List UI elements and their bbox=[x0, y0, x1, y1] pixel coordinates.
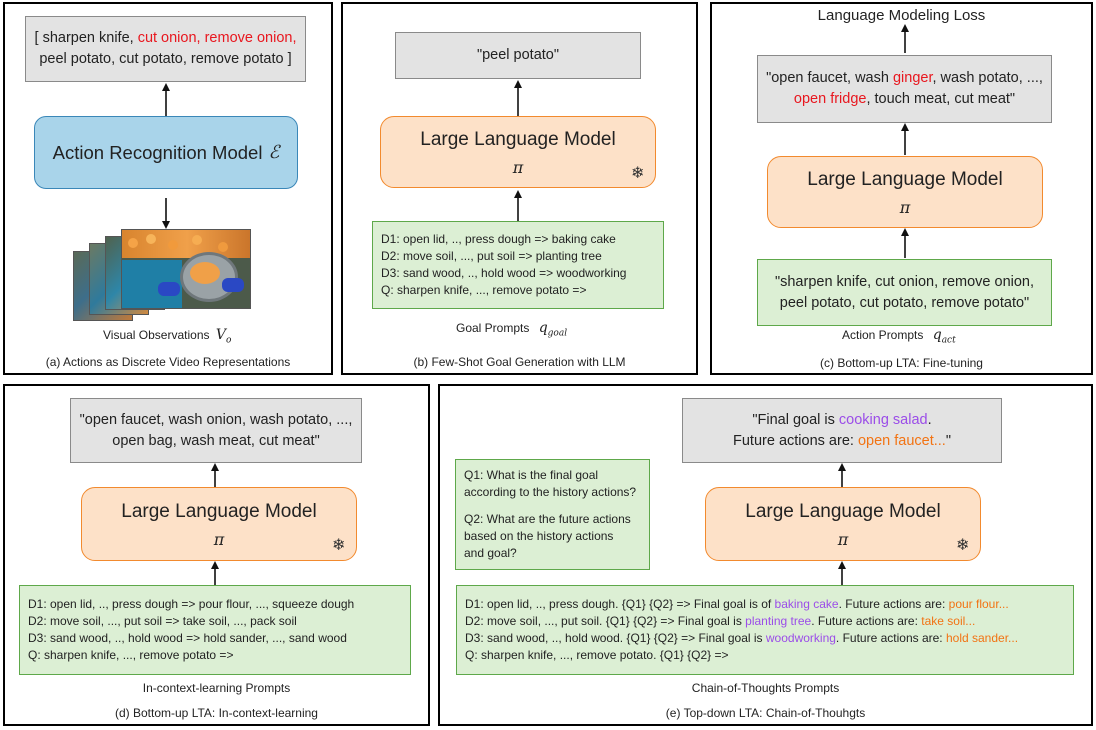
action-recognition-model-symbol: ℰ bbox=[268, 142, 280, 163]
panel-b-prompt-box: D1: open lid, .., press dough => baking … bbox=[372, 221, 664, 309]
panel-a-output-box: [ sharpen knife, cut onion, remove onion… bbox=[25, 16, 306, 82]
panel-c-output-l2-red: open fridge bbox=[793, 91, 867, 107]
panel-e-question-line-6: and goal? bbox=[464, 546, 517, 560]
panel-e-d3b: . Future actions are: bbox=[835, 631, 946, 645]
action-recognition-model-label: Action Recognition Model bbox=[52, 141, 263, 163]
panel-e-output-l1b: . bbox=[927, 411, 932, 428]
panel-e-output-l2b: " bbox=[945, 432, 951, 449]
panel-e-d2-goal: planting tree bbox=[745, 614, 812, 628]
visual-observations-text: Visual Observations bbox=[103, 328, 210, 342]
panel-d-output-box: "open faucet, wash onion, wash potato, .… bbox=[70, 398, 362, 463]
panel-d-prompt-line-1: D1: open lid, .., press dough => pour fl… bbox=[28, 597, 355, 611]
video-frame-main bbox=[121, 229, 251, 309]
panel-c-prompt-l1: "sharpen knife, cut onion, remove onion, bbox=[774, 273, 1035, 290]
panel-e-llm-box: Large Language Model π bbox=[705, 487, 981, 561]
panel-a-output-prefix: [ sharpen knife, bbox=[34, 30, 138, 46]
panel-c-prompt-l2: peel potato, cut potato, remove potato" bbox=[779, 294, 1030, 311]
action-prompts-label: Action Prompts qact bbox=[842, 327, 956, 345]
chain-of-thoughts-prompts-label: Chain-of-Thoughts Prompts bbox=[691, 681, 840, 695]
caption-c: (c) Bottom-up LTA: Fine-tuning bbox=[820, 356, 983, 370]
panel-e-d1-actions: pour flour... bbox=[948, 597, 1009, 611]
caption-d: (d) Bottom-up LTA: In-context-learning bbox=[115, 706, 318, 720]
goal-prompts-symbol: q bbox=[538, 320, 548, 336]
panel-b-prompt-line-3: D3: sand wood, .., hold wood => woodwork… bbox=[381, 266, 627, 280]
action-prompts-symbol: q bbox=[932, 327, 942, 343]
panel-e-output-box: "Final goal is cooking salad. Future act… bbox=[682, 398, 1002, 463]
panel-d-prompt-line-3: D3: sand wood, .., hold wood => hold san… bbox=[28, 631, 347, 645]
panel-e-d3-actions: hold sander... bbox=[945, 631, 1019, 645]
panel-e-question-line-4: Q2: What are the future actions bbox=[464, 512, 631, 526]
caption-e: (e) Top-down LTA: Chain-of-Thouhgts bbox=[665, 706, 866, 720]
visual-observations-symbol: V bbox=[215, 327, 226, 343]
panel-e-output-l1a: "Final goal is bbox=[752, 411, 839, 428]
panel-a-output-red: cut onion, remove onion, bbox=[137, 30, 297, 46]
panel-d-prompt-line-4: Q: sharpen knife, ..., remove potato => bbox=[28, 648, 234, 662]
snowflake-icon: ❄ bbox=[332, 537, 346, 554]
snowflake-icon: ❄ bbox=[631, 165, 645, 182]
in-context-prompts-label: In-context-learning Prompts bbox=[142, 681, 291, 695]
caption-b: (b) Few-Shot Goal Generation with LLM bbox=[413, 355, 626, 369]
goal-prompts-label: Goal Prompts qgoal bbox=[456, 320, 567, 338]
panel-e-q-line: Q: sharpen knife, ..., remove potato. {Q… bbox=[465, 648, 729, 662]
visual-observations-label: Visual Observations Vo bbox=[103, 327, 231, 345]
panel-e-d1a: D1: open lid, .., press dough. {Q1} {Q2}… bbox=[465, 597, 775, 611]
panel-e-question-line-1: Q1: What is the final goal bbox=[464, 468, 599, 482]
panel-d-output-l2: open bag, wash meat, cut meat" bbox=[112, 432, 320, 449]
goal-prompts-sub: goal bbox=[547, 328, 568, 339]
panel-e-d1-goal: baking cake bbox=[774, 597, 839, 611]
snowflake-icon: ❄ bbox=[956, 537, 970, 554]
panel-e-d1b: . Future actions are: bbox=[838, 597, 949, 611]
panel-c-output-l1b: , wash potato, ..., bbox=[932, 70, 1043, 86]
visual-observations-sub: o bbox=[225, 335, 232, 346]
action-recognition-model-box: Action Recognition Model ℰ bbox=[34, 116, 298, 189]
panel-e-d3a: D3: sand wood, .., hold wood. {Q1} {Q2} … bbox=[465, 631, 766, 645]
panel-d-llm-label: Large Language Model bbox=[121, 500, 317, 522]
goal-prompts-text: Goal Prompts bbox=[456, 321, 530, 335]
panel-b-output-box: "peel potato" bbox=[395, 32, 641, 79]
action-prompts-sub: act bbox=[941, 335, 956, 346]
panel-c-llm-label: Large Language Model bbox=[807, 168, 1003, 190]
panel-d-llm-symbol: π bbox=[213, 529, 225, 549]
panel-e-prompt-box: D1: open lid, .., press dough. {Q1} {Q2}… bbox=[456, 585, 1074, 675]
panel-b-llm-label: Large Language Model bbox=[420, 128, 616, 150]
action-prompts-text: Action Prompts bbox=[842, 328, 924, 342]
panel-e-questions-box: Q1: What is the final goal according to … bbox=[455, 459, 650, 570]
panel-b-llm-box: Large Language Model π bbox=[380, 116, 656, 188]
panel-e-output-actions: open faucet... bbox=[857, 432, 946, 449]
panel-d-llm-box: Large Language Model π bbox=[81, 487, 357, 561]
panel-a-output-line2: peel potato, cut potato, remove potato ] bbox=[39, 51, 292, 67]
panel-e-output-goal: cooking salad bbox=[838, 411, 928, 428]
panel-e-llm-label: Large Language Model bbox=[745, 500, 941, 522]
panel-c-output-box: "open faucet, wash ginger, wash potato, … bbox=[757, 55, 1052, 123]
panel-e-d2-actions: take soil... bbox=[921, 614, 976, 628]
panel-c-output-l1a: "open faucet, wash bbox=[766, 70, 893, 86]
panel-e-llm-symbol: π bbox=[837, 529, 849, 549]
panel-b-prompt-line-4: Q: sharpen knife, ..., remove potato => bbox=[381, 283, 587, 297]
panel-e-d3-goal: woodworking bbox=[765, 631, 836, 645]
panel-b-output-text: "peel potato" bbox=[476, 47, 560, 63]
panel-e-output-l2a: Future actions are: bbox=[733, 432, 858, 449]
caption-a: (a) Actions as Discrete Video Representa… bbox=[45, 355, 291, 369]
panel-d-prompt-box: D1: open lid, .., press dough => pour fl… bbox=[19, 585, 411, 675]
panel-c-output-l2b: , touch meat, cut meat" bbox=[866, 91, 1016, 107]
panel-e-d2b: . Future actions are: bbox=[811, 614, 922, 628]
panel-c-output-l1-red: ginger bbox=[892, 70, 933, 86]
panel-c-prompt-box: "sharpen knife, cut onion, remove onion,… bbox=[757, 259, 1052, 326]
panel-c-llm-symbol: π bbox=[899, 197, 911, 217]
panel-b-prompt-line-2: D2: move soil, ..., put soil => planting… bbox=[381, 249, 602, 263]
language-modeling-loss-label: Language Modeling Loss bbox=[817, 7, 986, 24]
panel-b-prompt-line-1: D1: open lid, .., press dough => baking … bbox=[381, 232, 616, 246]
panel-e-question-line-2: according to the history actions? bbox=[464, 485, 637, 499]
panel-b-llm-symbol: π bbox=[512, 157, 524, 177]
panel-d-output-l1: "open faucet, wash onion, wash potato, .… bbox=[79, 411, 353, 428]
panel-d-prompt-line-2: D2: move soil, ..., put soil => take soi… bbox=[28, 614, 297, 628]
video-frames-stack bbox=[73, 229, 253, 327]
panel-c-llm-box: Large Language Model π bbox=[767, 156, 1043, 228]
panel-e-question-line-5: based on the history actions bbox=[464, 529, 614, 543]
panel-e-d2a: D2: move soil, ..., put soil. {Q1} {Q2} … bbox=[465, 614, 746, 628]
